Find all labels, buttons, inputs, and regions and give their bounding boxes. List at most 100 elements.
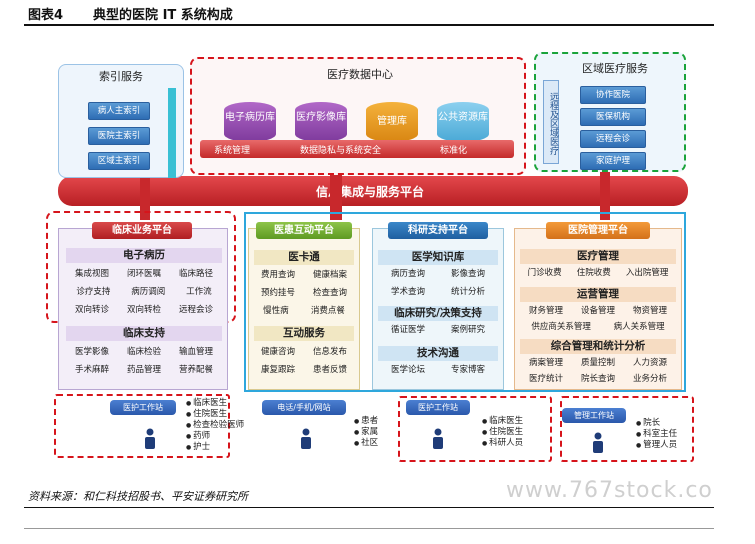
data-center-title: 医疗数据中心 xyxy=(327,68,393,81)
cds-title: 临床研究/决策支持 xyxy=(378,306,498,321)
top-rule xyxy=(24,24,714,26)
grid-cell: 入出院管理 xyxy=(625,268,669,278)
grid-cell: 慢性病 xyxy=(263,306,289,316)
card-title: 医卡通 xyxy=(254,250,354,265)
station-box-1 xyxy=(54,394,230,458)
grid-cell: 医疗统计 xyxy=(528,374,563,384)
grid-cell: 专家博客 xyxy=(450,365,485,375)
connector-right xyxy=(600,150,610,220)
db-public: 公共资源库 xyxy=(437,102,489,142)
bullet-icon: ● xyxy=(186,433,194,440)
clinical-title: 临床业务平台 xyxy=(92,222,192,239)
grid-cell: 医学影像 xyxy=(74,347,109,357)
grid-row: 财务管理 设备管理 物资管理 xyxy=(520,304,676,320)
ops-mgmt-grid: 财务管理设备管理物资管理供应商关系管理病人关系管理 xyxy=(520,304,676,336)
role-label: 科室主任 xyxy=(643,429,678,439)
role-label: 患者 xyxy=(361,416,379,426)
grid-cell: 费用查询 xyxy=(260,270,295,280)
interaction-title: 医患互动平台 xyxy=(256,222,352,239)
interaction-svc-grid: 健康咨询 信息发布康复跟踪患者反馈 xyxy=(252,345,356,381)
bullet-icon: ● xyxy=(186,411,194,418)
bullet-icon: ● xyxy=(636,431,644,438)
grid-cell: 案例研究 xyxy=(450,325,485,335)
station-3-person-icon xyxy=(432,428,444,454)
figure-heading: 典型的医院 IT 系统构成 xyxy=(93,8,233,23)
med-mgmt-grid: 门诊收费 住院收费 入出院管理 xyxy=(520,266,676,284)
grid-cell: 物资管理 xyxy=(632,306,667,316)
grid-row: 慢性病 消费点餐 xyxy=(252,304,356,322)
watermark: www.767stock.co xyxy=(506,478,713,503)
role-label: 药师 xyxy=(193,431,211,441)
patient-index: 病人主索引 xyxy=(88,102,150,120)
role-label: 科研人员 xyxy=(489,438,524,448)
station-4-roles: ● 院长● 科室主任● 管理人员 xyxy=(636,418,677,451)
grid-cell: 设备管理 xyxy=(580,306,615,316)
platform-title: 信息集成与服务平台 xyxy=(315,185,424,199)
dc-item-std: 标准化 xyxy=(440,146,468,156)
role-label: 临床医生 xyxy=(489,416,524,426)
bullet-icon: ● xyxy=(186,422,194,429)
data-center-base xyxy=(200,140,514,158)
grid-cell: 远程会诊 xyxy=(178,305,213,315)
bullet-icon: ● xyxy=(354,440,362,447)
bullet-icon: ● xyxy=(354,429,362,436)
dc-item-sys: 系统管理 xyxy=(214,146,251,156)
clinical-support-title: 临床支持 xyxy=(66,326,222,341)
kb-title: 医学知识库 xyxy=(378,250,498,265)
station-4-label: 管理工作站 xyxy=(562,408,626,423)
bullet-icon: ● xyxy=(636,420,644,427)
regional-index: 区域主索引 xyxy=(88,152,150,170)
grid-row: 费用查询健康档案 xyxy=(252,268,356,286)
grid-cell: 住院收费 xyxy=(576,268,611,278)
grid-row: 集成视图闭环医嘱临床路径 xyxy=(66,267,222,285)
grid-cell: 临床路径 xyxy=(178,269,213,279)
connector-left xyxy=(140,150,150,220)
role-item: ● 院长 xyxy=(636,418,677,429)
grid-cell: 门诊收费 xyxy=(527,268,562,278)
role-label: 临床医生 xyxy=(193,398,228,408)
grid-cell: 财务管理 xyxy=(528,306,563,316)
role-item: ● 管理人员 xyxy=(636,440,677,451)
role-item: ● 家属 xyxy=(354,427,378,438)
figure-source: 资料来源：和仁科技招股书、平安证券研究所 xyxy=(28,490,248,503)
grid-cell: 学术查询 xyxy=(390,287,425,297)
role-label: 住院医生 xyxy=(489,427,524,437)
grid-cell: 业务分析 xyxy=(632,374,667,384)
grid-cell: 病历查询 xyxy=(390,269,425,279)
regional-insurance: 医保机构 xyxy=(580,108,646,126)
index-cyan-bar xyxy=(168,88,176,178)
grid-row: 预约挂号检查查询 xyxy=(252,286,356,304)
grid-row: 健康咨询 信息发布 xyxy=(252,345,356,363)
grid-cell: 病历调阅 xyxy=(131,287,166,297)
grid-row: 医疗统计院长查询业务分析 xyxy=(520,372,676,388)
index-service-title: 索引服务 xyxy=(99,70,143,83)
grid-cell: 质量控制 xyxy=(580,358,615,368)
grid-row: 康复跟踪患者反馈 xyxy=(252,363,356,381)
station-1-roles: ● 临床医生● 住院医生● 检查检验医师● 药师● 护士 xyxy=(186,398,244,453)
grid-row: 医学论坛 专家博客 xyxy=(378,363,498,381)
grid-cell: 临床检验 xyxy=(126,347,161,357)
regional-title: 区域医疗服务 xyxy=(582,62,648,75)
station-2-roles: ● 患者● 家属● 社区 xyxy=(354,416,378,449)
bullet-icon: ● xyxy=(186,444,194,451)
grid-cell: 信息发布 xyxy=(312,347,347,357)
grid-row: 医学影像临床检验输血管理 xyxy=(66,345,222,363)
station-3-label: 医护工作站 xyxy=(406,400,470,415)
blue-frame xyxy=(244,212,686,392)
stat-mgmt-grid: 病案管理质量控制人力资源医疗统计院长查询业务分析 xyxy=(520,356,676,388)
grid-cell: 消费点餐 xyxy=(310,306,345,316)
bullet-icon: ● xyxy=(482,429,490,436)
grid-cell: 供应商关系管理 xyxy=(531,322,591,332)
station-1-person-icon xyxy=(144,428,156,454)
station-2-person-icon xyxy=(300,428,312,454)
grid-cell: 医学论坛 xyxy=(390,365,425,375)
kb-grid: 病历查询影像查询学术查询统计分析 xyxy=(378,267,498,303)
regional-home-care: 家庭护理 xyxy=(580,152,646,170)
role-item: ● 临床医生 xyxy=(186,398,244,409)
station-3-roles: ● 临床医生● 住院医生● 科研人员 xyxy=(482,416,523,449)
med-mgmt-title: 医疗管理 xyxy=(520,249,676,264)
grid-cell: 健康咨询 xyxy=(260,347,295,357)
role-item: ● 社区 xyxy=(354,438,378,449)
role-label: 管理人员 xyxy=(643,440,678,450)
grid-row: 门诊收费 住院收费 入出院管理 xyxy=(520,266,676,284)
